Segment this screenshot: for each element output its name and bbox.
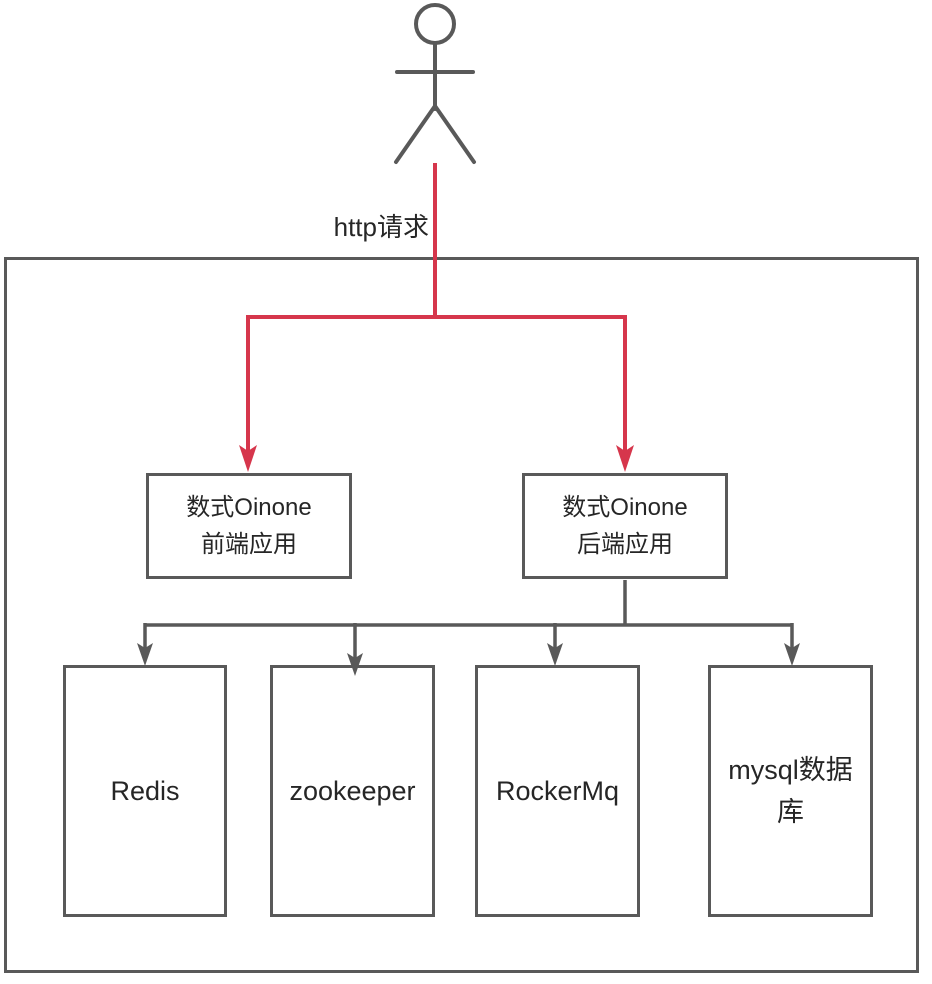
http-request-edge-label: http请求 [333,212,429,242]
node-rockermq: RockerMq [475,665,640,917]
stick-figure-actor-icon [394,3,476,164]
node-mysql-label-line1: mysql数据 [728,755,853,785]
actor-head [414,3,456,45]
node-rockermq-label: RockerMq [495,776,620,806]
node-frontend-label-line2: 前端应用 [201,531,297,558]
node-mysql-label-line2: 库 [777,797,804,827]
node-zookeeper: zookeeper [270,665,435,917]
node-zookeeper-label: zookeeper [289,776,416,806]
node-frontend-app: 数式Oinone 前端应用 [146,473,352,579]
actor-legs [394,102,476,164]
node-redis-label: Redis [110,776,180,806]
node-backend-label-line1: 数式Oinone [562,494,688,521]
node-backend-app: 数式Oinone 后端应用 [522,473,728,579]
node-backend-label-line2: 后端应用 [577,531,673,558]
node-redis: Redis [63,665,227,917]
node-frontend-label-line1: 数式Oinone [186,494,312,521]
node-mysql-database: mysql数据 库 [708,665,873,917]
